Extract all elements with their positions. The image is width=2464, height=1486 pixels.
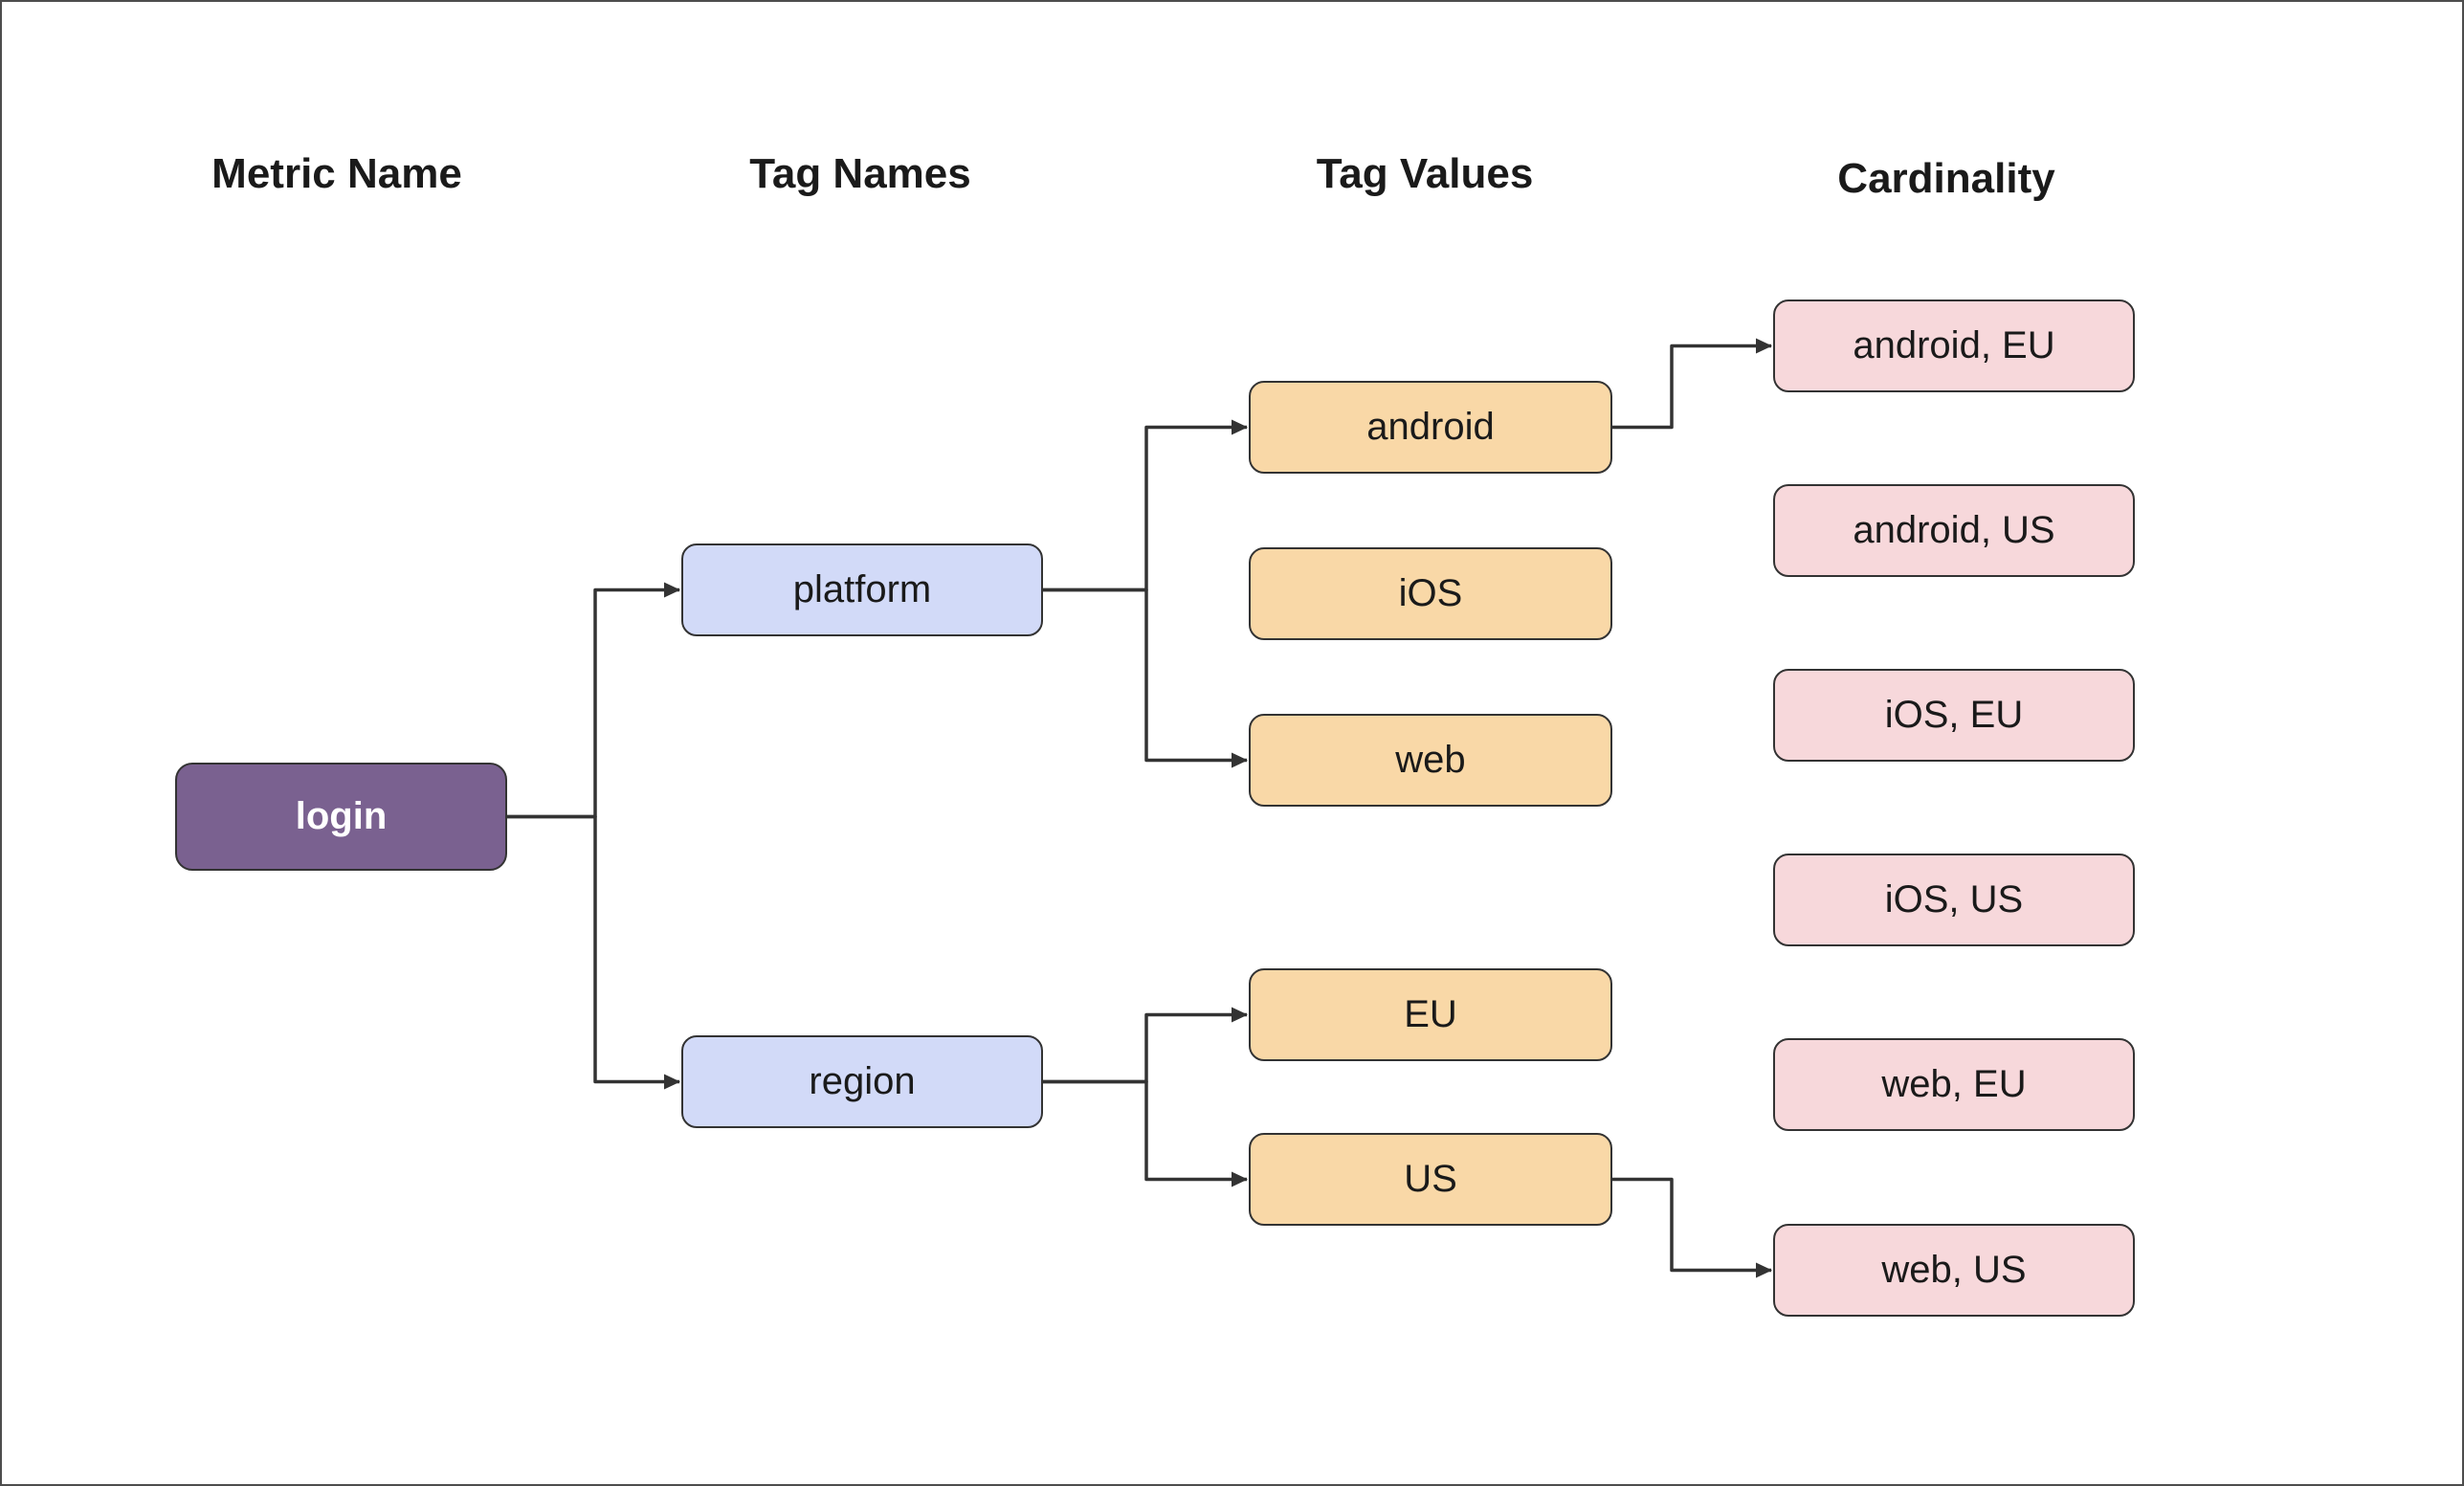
node-region: region — [681, 1035, 1043, 1128]
node-ios: iOS — [1249, 547, 1612, 640]
edge-platform-to-android — [1043, 419, 1248, 592]
edge-login-to-platform — [507, 582, 680, 819]
edge-region-to-us — [1043, 1079, 1248, 1187]
node-android-us: android, US — [1773, 484, 2135, 577]
node-eu: EU — [1249, 968, 1612, 1061]
node-android-eu: android, EU — [1773, 299, 2135, 392]
node-ios-us: iOS, US — [1773, 854, 2135, 946]
edge-login-to-region — [507, 814, 680, 1090]
edge-region-to-eu — [1043, 1007, 1248, 1084]
node-android: android — [1249, 381, 1612, 474]
node-platform: platform — [681, 543, 1043, 636]
edge-platform-to-web — [1043, 588, 1248, 768]
node-us: US — [1249, 1133, 1612, 1226]
column-header-metric-name: Metric Name — [211, 150, 462, 197]
column-header-cardinality: Cardinality — [1837, 155, 2055, 202]
edge-android-to-android-eu — [1612, 338, 1772, 430]
node-web-us: web, US — [1773, 1224, 2135, 1317]
edge-us-to-web-us — [1612, 1177, 1772, 1278]
node-login: login — [175, 763, 507, 871]
column-header-tag-values: Tag Values — [1316, 150, 1534, 197]
node-ios-eu: iOS, EU — [1773, 669, 2135, 762]
node-web-eu: web, EU — [1773, 1038, 2135, 1131]
column-header-tag-names: Tag Names — [749, 150, 971, 197]
node-web: web — [1249, 714, 1612, 807]
